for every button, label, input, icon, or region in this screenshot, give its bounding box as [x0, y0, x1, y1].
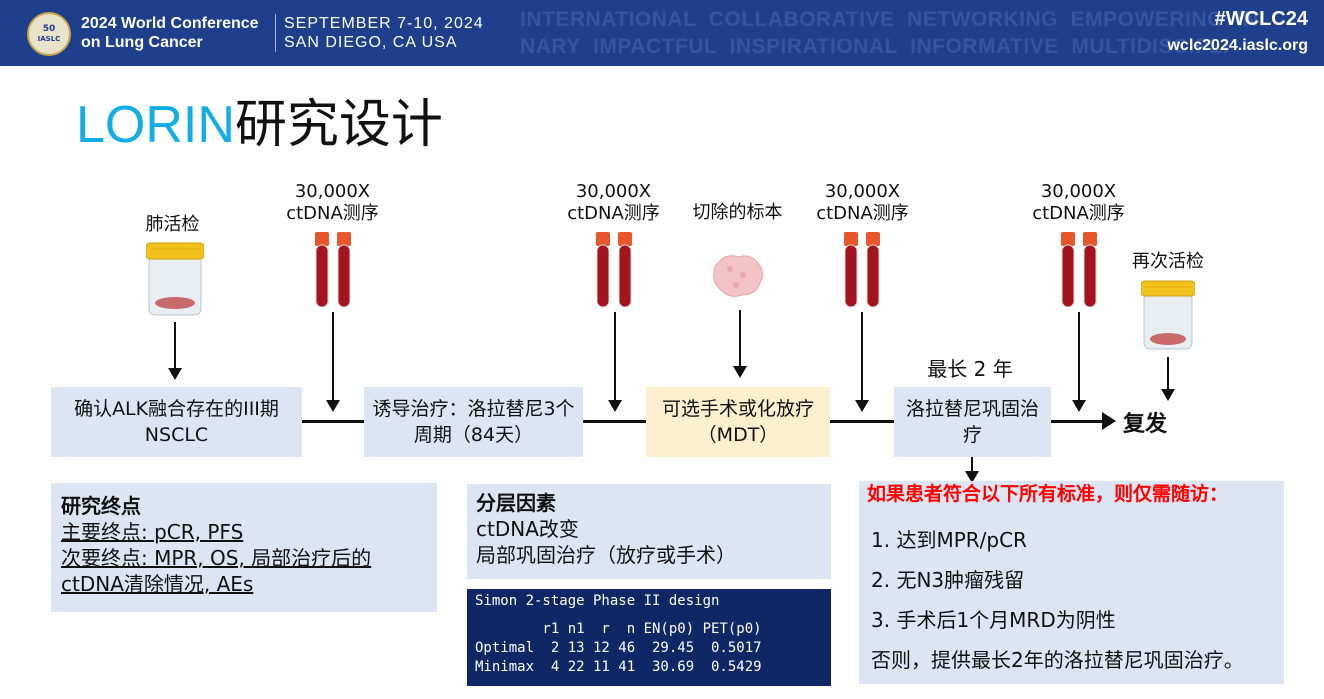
banner-background-words: INTERNATIONAL COLLABORATIVE NETWORKING E…: [520, 8, 1259, 58]
title-study-name: LORIN: [76, 96, 235, 154]
arrow-down: [168, 322, 182, 380]
stratification-factor: ctDNA改变: [476, 517, 579, 541]
secondary-endpoints-line1: 次要终点: MPR, OS, 局部治疗后的: [61, 546, 372, 570]
tissue-specimen-icon: [713, 255, 764, 297]
simon-data-row: Minimax 4 22 11 41 30.69 0.5429: [475, 659, 762, 675]
simon-design-rows: r1 n1 r n EN(p0) PET(p0) Optimal 2 13 12 …: [475, 620, 823, 677]
stratification-panel: 分层因素 ctDNA改变 局部巩固治疗（放疗或手术）: [467, 484, 831, 579]
arrow-down: [1161, 357, 1175, 401]
conference-hashtag: #WCLC24: [1214, 8, 1308, 30]
resected-specimen-label: 切除的标本: [692, 202, 783, 223]
stratification-factor: 局部巩固治疗（放疗或手术）: [476, 543, 736, 567]
simon-header-row: r1 n1 r n EN(p0) PET(p0): [475, 621, 762, 637]
secondary-endpoints-line2: ctDNA清除情况, AEs: [61, 572, 254, 596]
followup-criteria-panel: 如果患者符合以下所有标准，则仅需随访： 1. 达到MPR/pCR 2. 无N3肿…: [859, 481, 1284, 684]
conference-name: 2024 World Conference on Lung Cancer: [81, 15, 259, 51]
blood-tubes-icon: [315, 232, 351, 308]
blood-tubes-icon: [844, 232, 880, 308]
simon-design-table: Simon 2-stage Phase II design r1 n1 r n …: [467, 589, 831, 686]
arrow-down: [326, 312, 340, 412]
primary-endpoints: 主要终点: pCR, PFS: [61, 520, 244, 544]
followup-criterion: 2. 无N3肿瘤残留: [871, 568, 1025, 592]
stage-consolidation-box: 洛拉替尼巩固治疗: [894, 387, 1051, 457]
stage-induction-box: 诱导治疗：洛拉替尼3个周期（84天）: [364, 387, 583, 457]
simon-data-row: Optimal 2 13 12 46 29.45 0.5017: [475, 640, 762, 656]
blood-tubes-icon: [596, 232, 632, 308]
arrow-down: [855, 312, 869, 412]
stage-local-therapy-box: 可选手术或化放疗（MDT）: [646, 387, 830, 457]
relapse-outcome: 复发: [1123, 412, 1168, 437]
slide-title: LORIN研究设计: [76, 90, 443, 160]
max-duration-label: 最长 2 年: [927, 357, 1013, 381]
blood-tubes-icon: [1061, 232, 1097, 308]
conference-banner: INTERNATIONAL COLLABORATIVE NETWORKING E…: [0, 0, 1324, 66]
title-study-design: 研究设计: [234, 95, 443, 155]
arrow-down: [965, 457, 979, 483]
conference-dates: SEPTEMBER 7-10, 2024 SAN DIEGO, CA USA: [284, 15, 484, 51]
timeline-connector: [583, 420, 646, 423]
biopsy-jar-icon: [146, 242, 204, 316]
conference-website[interactable]: wclc2024.iaslc.org: [1167, 37, 1308, 54]
followup-criterion: 1. 达到MPR/pCR: [871, 528, 1027, 552]
followup-criterion: 3. 手术后1个月MRD为阴性: [871, 608, 1116, 632]
stage-diagnosis-box: 确认ALK融合存在的III期NSCLC: [51, 387, 302, 457]
rebiopsy-label: 再次活检: [1132, 251, 1204, 272]
biopsy-label: 肺活检: [145, 214, 200, 235]
rebiopsy-jar-icon: [1141, 280, 1195, 350]
endpoints-panel: 研究终点 主要终点: pCR, PFS 次要终点: MPR, OS, 局部治疗后…: [51, 483, 437, 612]
arrow-down: [608, 312, 622, 412]
followup-heading: 如果患者符合以下所有标准，则仅需随访：: [867, 483, 1229, 505]
simon-design-title: Simon 2-stage Phase II design: [475, 593, 720, 609]
timeline-connector: [1051, 420, 1107, 423]
followup-otherwise: 否则，提供最长2年的洛拉替尼巩固治疗。: [871, 648, 1244, 672]
timeline-connector: [830, 420, 894, 423]
arrow-right-icon: [1102, 412, 1116, 430]
endpoints-heading: 研究终点: [61, 494, 141, 518]
banner-divider: [275, 14, 276, 52]
timeline-connector: [302, 420, 364, 423]
arrow-down: [1072, 312, 1086, 412]
arrow-down: [733, 310, 747, 378]
stratification-heading: 分层因素: [476, 491, 556, 515]
